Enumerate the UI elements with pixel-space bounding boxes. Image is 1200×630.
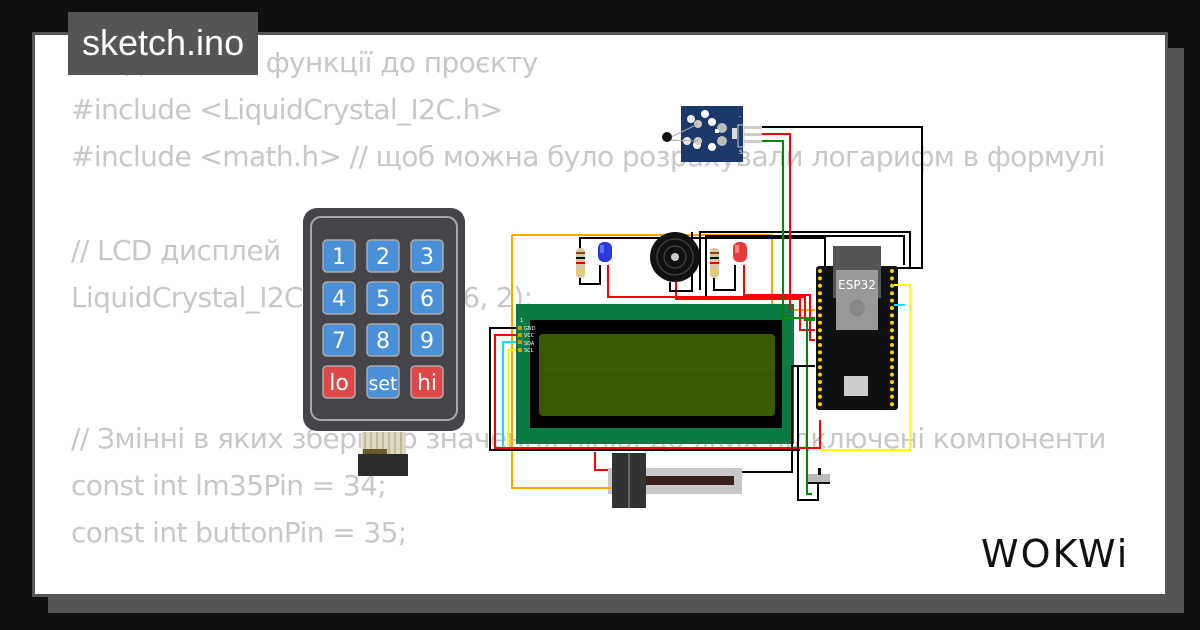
- keypad-key[interactable]: 7: [322, 323, 356, 357]
- svg-text:9: 9: [420, 329, 434, 354]
- svg-text:GND: GND: [524, 326, 536, 332]
- svg-text:3: 3: [420, 245, 434, 270]
- keypad-key[interactable]: 2: [366, 239, 400, 273]
- svg-text:lo: lo: [329, 371, 349, 396]
- svg-text:2: 2: [376, 245, 390, 270]
- resistor-right: [710, 248, 719, 278]
- keypad-key[interactable]: hi: [410, 365, 444, 399]
- svg-text:1: 1: [520, 318, 523, 324]
- file-name-badge: sketch.ino: [68, 12, 259, 75]
- svg-text:WOKWi: WOKWi: [981, 532, 1129, 576]
- svg-text:1: 1: [332, 245, 346, 270]
- code-line: const int buttonPin = 35;: [71, 516, 407, 549]
- svg-text:SDA: SDA: [524, 341, 535, 347]
- code-line: #include <LiquidCrystal_I2C.h>: [71, 93, 503, 126]
- keypad-ribbon: [358, 432, 408, 476]
- slide-switch: [808, 468, 830, 484]
- svg-text:8: 8: [376, 329, 390, 354]
- wokwi-logo: WOKWi: [981, 532, 1129, 576]
- svg-text:ESP32: ESP32: [838, 278, 876, 292]
- wire-black: [489, 327, 800, 451]
- keypad-key[interactable]: 9: [410, 323, 444, 357]
- svg-text:hi: hi: [417, 371, 437, 396]
- keypad-key[interactable]: 8: [366, 323, 400, 357]
- keypad-key[interactable]: lo: [322, 365, 356, 399]
- keypad-key[interactable]: 6: [410, 281, 444, 315]
- svg-text:4: 4: [332, 287, 346, 312]
- lcd-display: 1 GND VCC SDA SCL: [516, 304, 794, 444]
- svg-text:7: 7: [332, 329, 346, 354]
- svg-text:SCL: SCL: [524, 348, 534, 354]
- code-line: // LCD дисплей: [71, 234, 281, 267]
- svg-text:S: S: [739, 149, 743, 156]
- keypad-key[interactable]: 3: [410, 239, 444, 273]
- esp32-board: ESP32: [816, 246, 898, 410]
- code-line: const int lm35Pin = 34;: [71, 469, 387, 502]
- svg-text:-: -: [739, 113, 741, 120]
- wire-red: [494, 334, 821, 449]
- slide-potentiometer: [608, 453, 742, 508]
- keypad-key[interactable]: set: [366, 365, 400, 399]
- keypad-key[interactable]: 1: [322, 239, 356, 273]
- temperature-sensor-module: - S: [662, 106, 762, 162]
- resistor-left: [576, 248, 585, 278]
- wire-cyan: [502, 341, 520, 446]
- keypad-key[interactable]: 4: [322, 281, 356, 315]
- buzzer: [650, 232, 700, 282]
- keypad-key[interactable]: 5: [366, 281, 400, 315]
- led-red: [733, 242, 747, 262]
- led-blue: [598, 242, 612, 262]
- svg-text:6: 6: [420, 287, 434, 312]
- wire-orange: [511, 235, 600, 489]
- svg-text:set: set: [368, 373, 397, 395]
- svg-text:VCC: VCC: [524, 333, 535, 339]
- svg-text:5: 5: [376, 287, 390, 312]
